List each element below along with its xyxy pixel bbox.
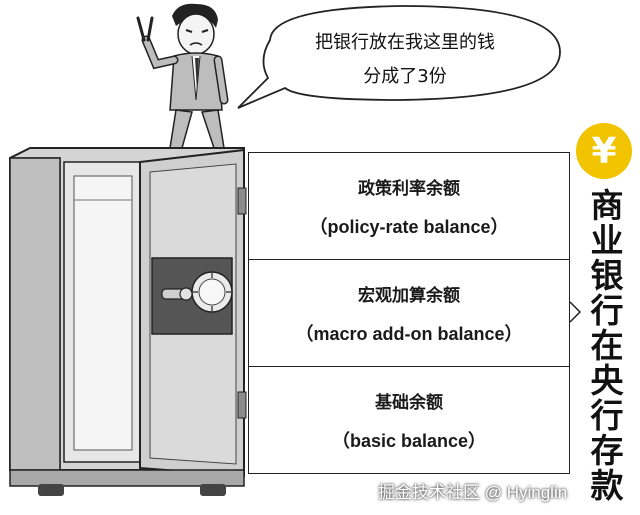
section-label-cn: 宏观加算余额	[358, 285, 460, 306]
man-cartoon	[136, 3, 230, 154]
side-title: 商业银行在央行存款	[585, 188, 624, 503]
bubble-text-line-2: 分成了3份	[363, 66, 447, 87]
watermark: 掘金技术社区 @ Hyinglin	[378, 483, 568, 502]
section-label-cn: 政策利率余额	[358, 178, 460, 199]
safe-illustration	[9, 147, 247, 496]
deposit-breakdown-panel: 政策利率余额 （policy-rate balance） 宏观加算余额 （mac…	[248, 152, 570, 474]
handle-icon	[161, 287, 193, 301]
section-label-en: （basic balance）	[331, 430, 487, 451]
section-label-cn: 基础余额	[375, 392, 443, 413]
section-basic-balance: 基础余额 （basic balance）	[249, 367, 569, 473]
bracket-pointer	[569, 301, 582, 323]
bubble-text-line-1: 把银行放在我这里的钱	[315, 32, 495, 53]
section-label-en: （macro add-on balance）	[295, 323, 523, 344]
yen-icon: ¥	[576, 123, 632, 179]
section-macro-add-on-balance: 宏观加算余额 （macro add-on balance）	[249, 260, 569, 367]
section-policy-rate-balance: 政策利率余额 （policy-rate balance）	[249, 153, 569, 260]
section-label-en: （policy-rate balance）	[309, 216, 509, 237]
